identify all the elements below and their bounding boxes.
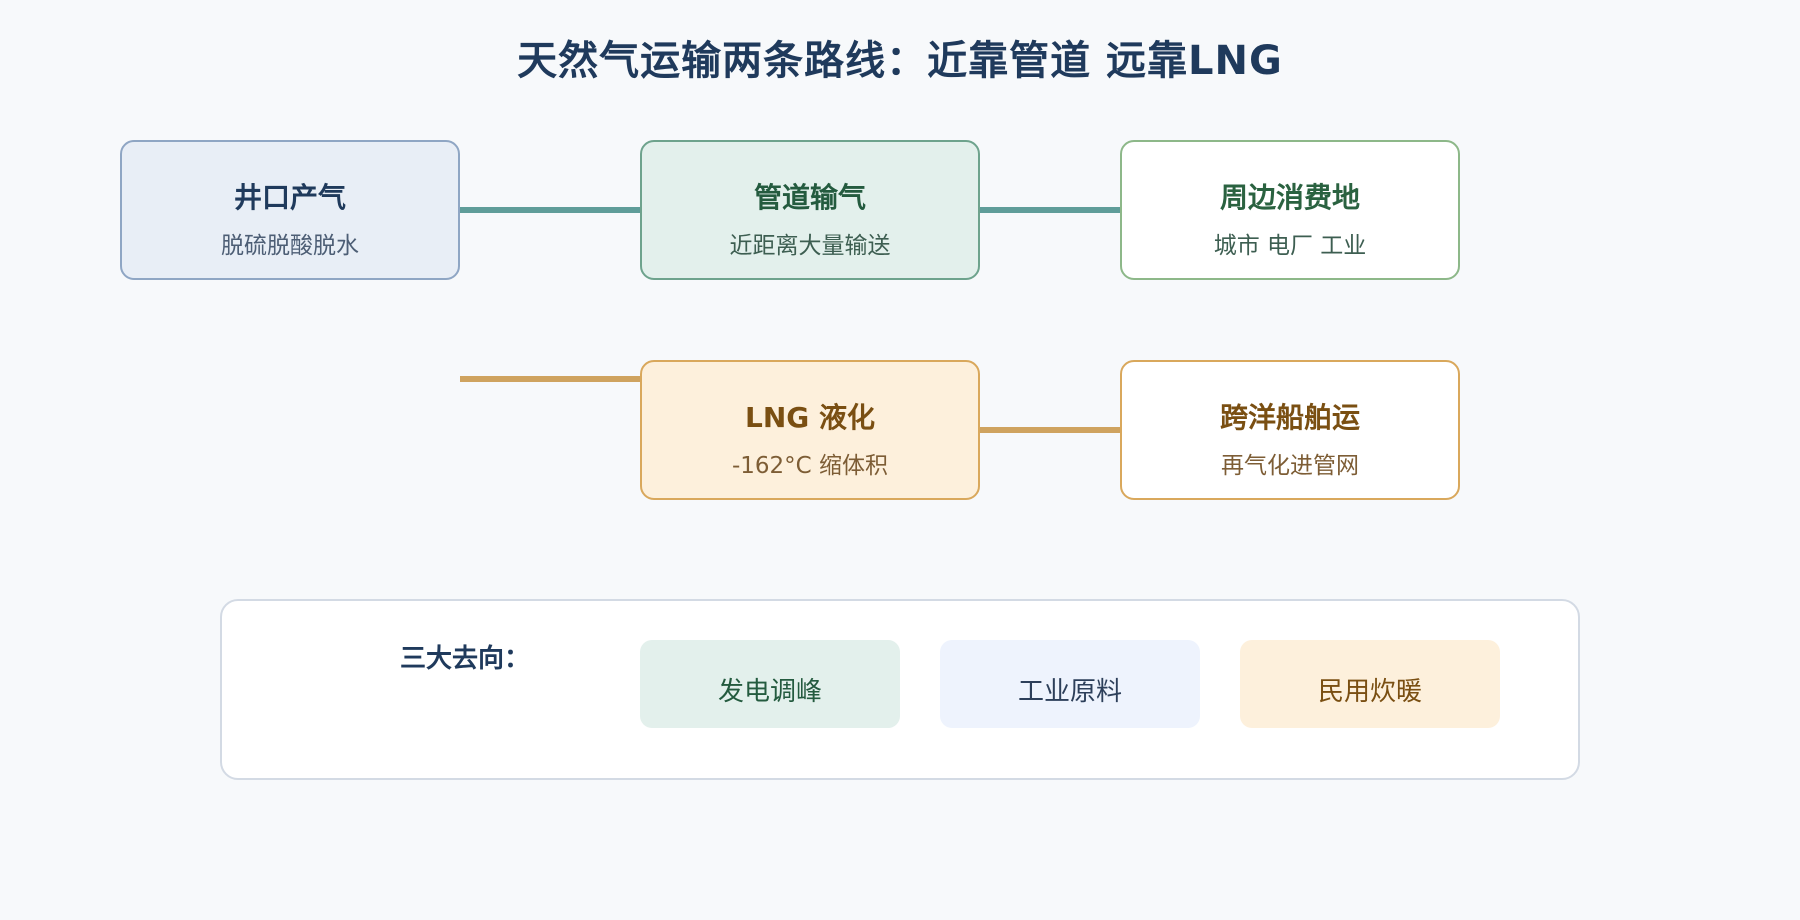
destination-residential-heating: 民用炊暖 [1240,640,1500,728]
node-shipping-subtitle: 再气化进管网 [1221,453,1359,479]
node-wellhead-title: 井口产气 [233,181,346,214]
node-wellhead: 井口产气 脱硫脱酸脱水 [120,140,460,280]
node-pipeline-title: 管道输气 [753,181,866,214]
node-shipping: 跨洋船舶运 再气化进管网 [1120,360,1460,500]
node-lng-subtitle: -162°C 缩体积 [731,453,889,479]
node-consumer-title: 周边消费地 [1219,181,1360,214]
node-pipeline: 管道输气 近距离大量输送 [640,140,980,280]
node-consumer-subtitle: 城市 电厂 工业 [1213,233,1367,259]
destination-power-peaking: 发电调峰 [640,640,900,728]
connector-pipeline-to-consumer [980,207,1120,213]
connector-well-to-pipeline [460,207,640,213]
node-shipping-title: 跨洋船舶运 [1219,401,1360,434]
node-lng-title: LNG 液化 [744,401,875,434]
node-wellhead-subtitle: 脱硫脱酸脱水 [221,233,359,259]
node-consumer: 周边消费地 城市 电厂 工业 [1120,140,1460,280]
connector-well-to-lng [460,376,640,382]
node-pipeline-subtitle: 近距离大量输送 [729,233,891,259]
node-lng: LNG 液化 -162°C 缩体积 [640,360,980,500]
diagram-title: 天然气运输两条路线：近靠管道 远靠LNG [517,38,1283,84]
destinations-label: 三大去向： [400,644,531,674]
destination-industrial-feedstock: 工业原料 [940,640,1200,728]
connector-lng-to-shipping [980,427,1120,433]
